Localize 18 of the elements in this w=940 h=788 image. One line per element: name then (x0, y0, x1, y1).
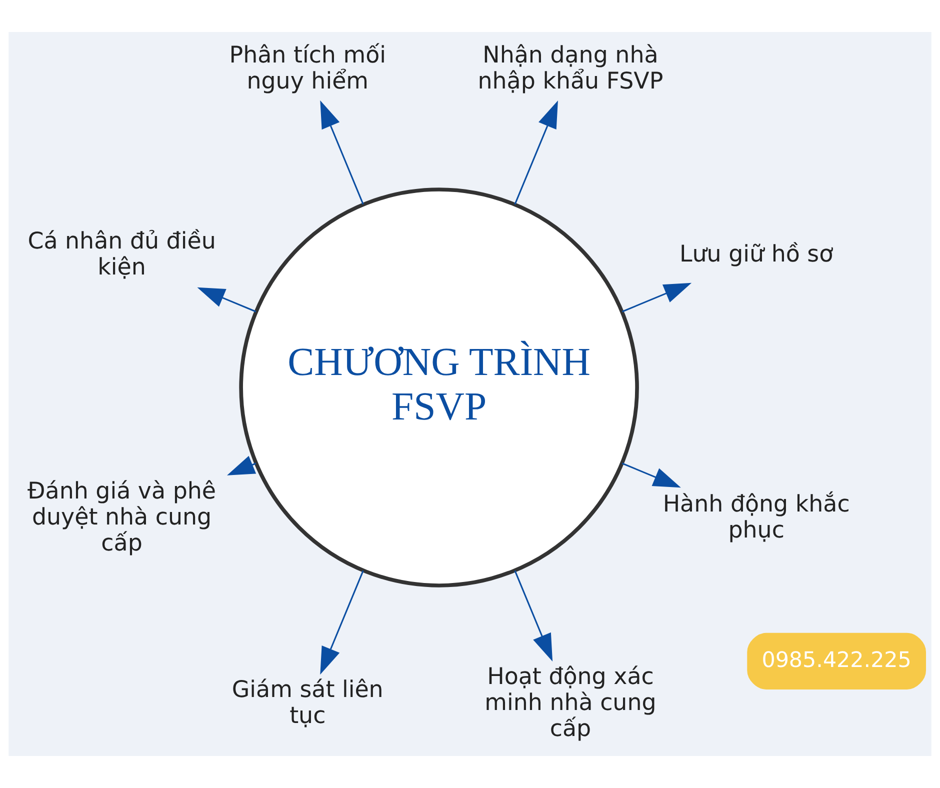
arrow (514, 100, 558, 205)
node-text: Lưu giữ hồ sơ (680, 241, 834, 268)
node-text: Đánh giá và phê duyệt nhà cung cấp (28, 478, 216, 556)
node-circle: CHƯƠNG TRÌNH FSVP (239, 188, 639, 588)
arrow (320, 570, 364, 675)
node-text: Hành động khắc phục (662, 491, 850, 544)
arrow (320, 100, 364, 205)
node-text: Phân tích mối nguy hiểm (229, 42, 386, 95)
arrow (622, 282, 692, 312)
arrow (226, 456, 256, 476)
arrow (622, 462, 681, 488)
node-text: Cá nhân đủ điều kiện (28, 228, 216, 280)
label: 0985.422.225 (762, 648, 912, 673)
arrow (514, 570, 553, 662)
node-text: Giám sát liên tục (232, 677, 384, 730)
arrow (197, 287, 256, 312)
node-text: Nhận dạng nhà nhập khẩu FSVP (478, 42, 664, 95)
node-text: Hoạt động xác minh nhà cung cấp (484, 664, 656, 742)
